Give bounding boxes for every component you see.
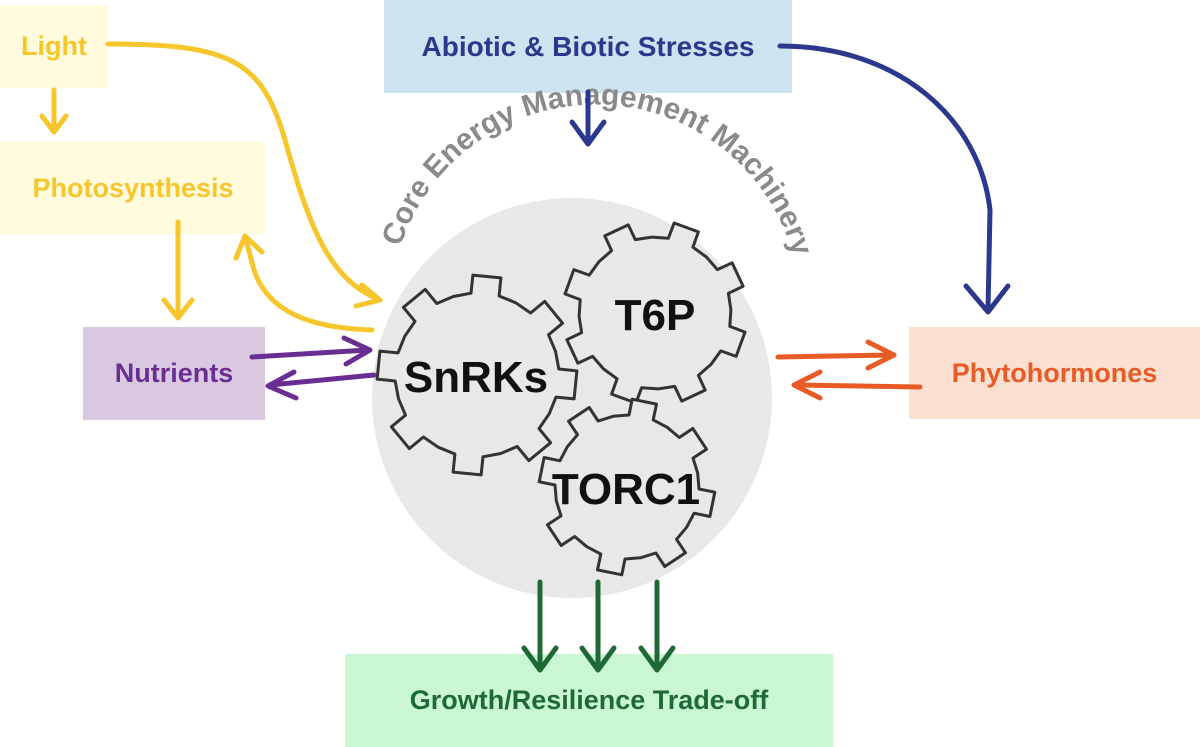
stresses-label: Abiotic & Biotic Stresses [421,30,755,62]
core-to-phytohormones-arrow [775,352,895,360]
nutrients-box: Nutrients [83,327,265,420]
snrks-gear [375,273,579,477]
core-to-photosynthesis-arrow [243,237,375,333]
torc1-gear [537,397,717,577]
photosynthesis-label: Photosynthesis [32,172,234,203]
photosynthesis-box: Photosynthesis [0,142,266,234]
light-to-core-arrowhead [353,282,383,309]
light-to-core-arrow [105,41,383,303]
light-label: Light [21,31,87,61]
stresses-box: Abiotic & Biotic Stresses [384,0,792,93]
phytohormones-label: Phytohormones [951,357,1158,388]
growth-tradeoff-label: Growth/Resilience Trade-off [409,685,769,715]
nutrients-label: Nutrients [114,358,234,388]
core-to-photosynthesis-arrowhead [233,233,265,261]
phytohormones-to-core-arrow [793,382,923,390]
stresses-to-core-arrowhead [569,119,607,147]
photosynthesis-to-nutrients-arrowhead [161,297,195,321]
light-to-photosynthesis-arrowhead [39,113,69,135]
phytohormones-to-core-arrowhead [791,369,823,401]
phytohormones-box: Phytohormones [909,327,1200,419]
t6p-gear-label: T6P [615,291,696,340]
core-to-nutrients-arrow [267,372,377,388]
snrks-gear-label: SnRKs [404,353,548,402]
gears-group [375,221,747,577]
core-to-nutrients-arrowhead [265,369,299,401]
t6p-gear [563,221,747,405]
nutrients-to-core-arrow [249,347,371,360]
core-to-growth-arrowhead-3 [638,645,676,673]
stresses-to-phytohormones-arrowhead [963,283,1011,315]
light-box: Light [0,5,108,88]
nutrients-to-core-arrowhead [341,335,373,367]
core-to-phytohormones-arrowhead [865,339,897,371]
stresses-to-phytohormones-arrow [777,43,993,313]
growth-tradeoff-box: Growth/Resilience Trade-off [345,654,833,747]
core-to-growth-arrowhead-2 [579,645,617,673]
torc1-gear-label: TORC1 [552,465,700,514]
core-to-growth-arrowhead-1 [521,645,559,673]
